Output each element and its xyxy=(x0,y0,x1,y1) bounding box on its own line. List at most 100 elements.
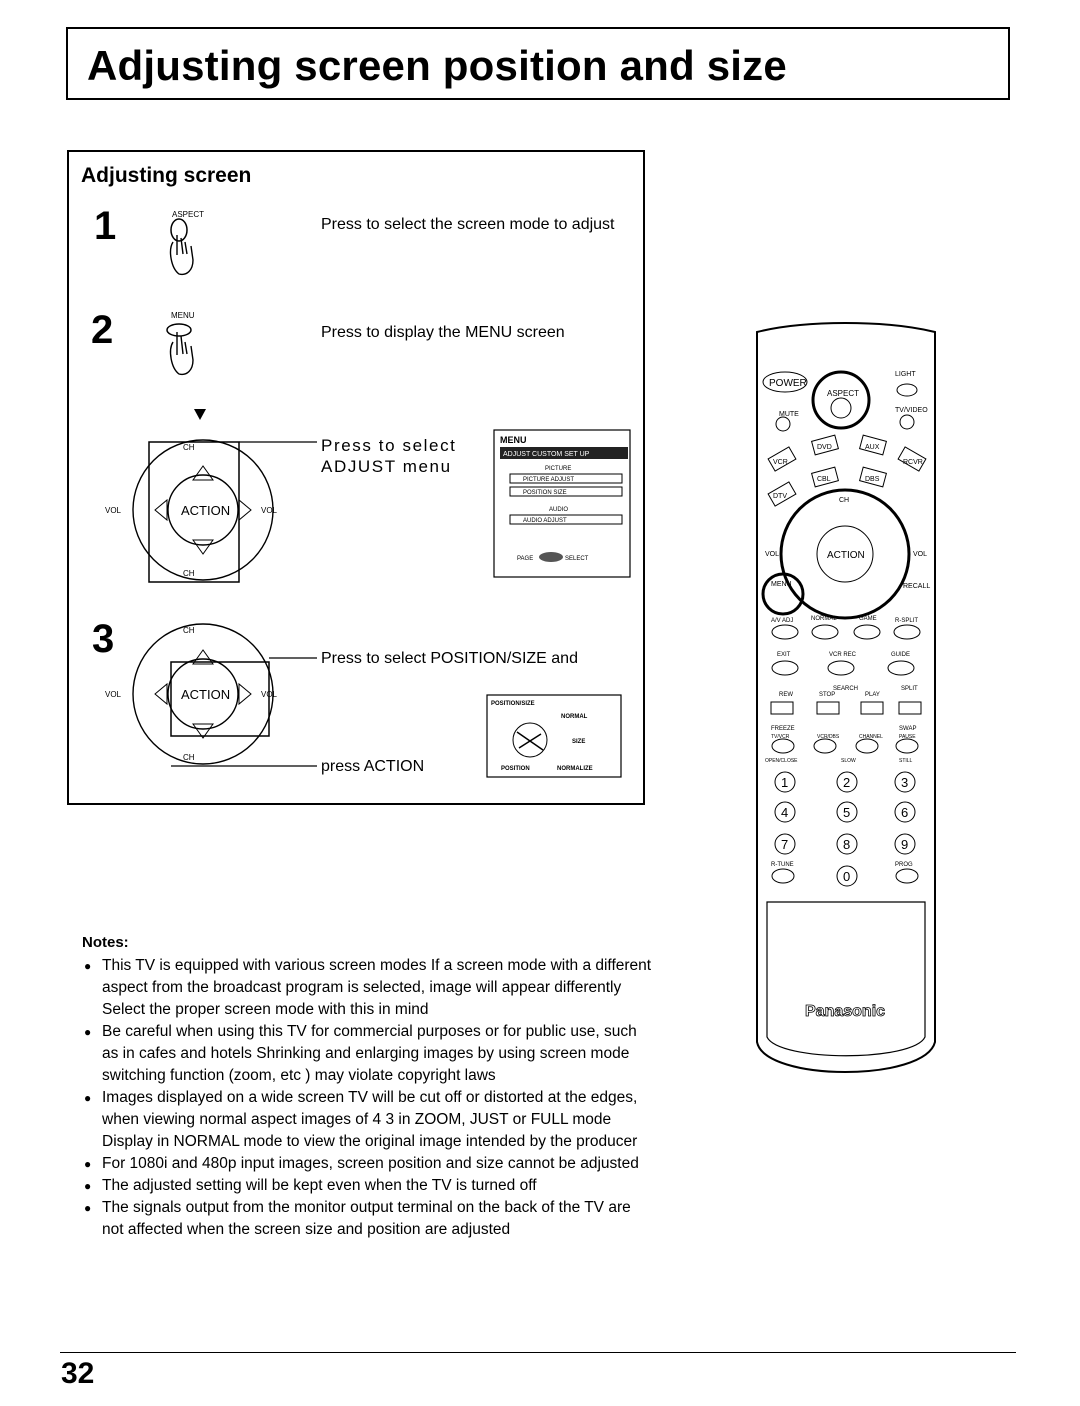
svg-text:ASPECT: ASPECT xyxy=(172,210,204,219)
svg-text:STILL: STILL xyxy=(899,758,913,764)
svg-text:DTV: DTV xyxy=(773,493,787,500)
svg-text:VOL: VOL xyxy=(105,690,122,699)
svg-text:RCVR: RCVR xyxy=(903,459,923,466)
svg-text:DVD: DVD xyxy=(817,444,832,451)
svg-text:DBS: DBS xyxy=(865,476,880,483)
svg-text:NORMAL: NORMAL xyxy=(561,714,588,720)
svg-text:Panasonic: Panasonic xyxy=(805,1003,885,1020)
svg-text:CH: CH xyxy=(183,569,195,578)
svg-text:GUIDE: GUIDE xyxy=(891,652,910,658)
page-title: Adjusting screen position and size xyxy=(87,42,787,89)
svg-text:VOL: VOL xyxy=(765,551,779,558)
svg-text:CH: CH xyxy=(183,753,195,762)
svg-text:PLAY: PLAY xyxy=(865,692,880,698)
footer-rule xyxy=(60,1352,1016,1353)
svg-text:PAUSE: PAUSE xyxy=(899,734,916,740)
svg-text:4: 4 xyxy=(781,805,788,820)
svg-text:PROG: PROG xyxy=(895,862,913,868)
svg-text:OPEN/CLOSE: OPEN/CLOSE xyxy=(765,758,798,764)
svg-text:VOL: VOL xyxy=(261,506,278,515)
menu-screen-thumbnail: MENU ADJUST CUSTOM SET UP PICTURE PICTUR… xyxy=(493,429,631,578)
step-2b-text: Press to select ADJUST menu xyxy=(321,436,457,476)
step-2-text: Press to display the MENU screen xyxy=(321,324,565,341)
svg-text:ADJUST CUSTOM SET UP: ADJUST CUSTOM SET UP xyxy=(503,451,590,458)
svg-text:POSITION/SIZE: POSITION/SIZE xyxy=(491,701,535,707)
svg-text:MENU: MENU xyxy=(771,581,792,588)
svg-text:TV/VCR: TV/VCR xyxy=(771,734,790,740)
svg-text:PAGE: PAGE xyxy=(517,556,533,562)
down-arrow-icon xyxy=(194,409,206,420)
position-size-thumbnail: POSITION/SIZE NORMAL SIZE POSITION NORMA… xyxy=(486,694,622,778)
page-number: 32 xyxy=(61,1357,95,1390)
svg-text:PICTURE: PICTURE xyxy=(545,466,571,472)
step-1-text: Press to select the screen mode to adjus… xyxy=(321,216,615,233)
svg-text:ASPECT: ASPECT xyxy=(827,389,859,398)
svg-text:1: 1 xyxy=(781,775,788,790)
aspect-press-icon: ASPECT xyxy=(169,210,204,276)
remote-power: POWER xyxy=(769,378,807,389)
svg-text:AUDIO: AUDIO xyxy=(549,507,568,513)
svg-text:AUDIO ADJUST: AUDIO ADJUST xyxy=(523,518,567,524)
svg-text:R-SPLIT: R-SPLIT xyxy=(895,618,918,624)
svg-text:CH: CH xyxy=(183,626,195,635)
svg-text:VCR REC: VCR REC xyxy=(829,652,857,658)
svg-text:POSITION SIZE: POSITION SIZE xyxy=(523,490,567,496)
step-2-number: 2 xyxy=(91,308,114,352)
svg-text:7: 7 xyxy=(781,837,788,852)
panel-illustrations: ASPECT MENU ACTION CH CH VOL VOL MENU AD… xyxy=(105,210,631,778)
svg-text:ACTION: ACTION xyxy=(827,550,865,561)
dpad-step3: ACTION CH CH VOL VOL xyxy=(105,623,317,767)
svg-text:2: 2 xyxy=(843,775,850,790)
svg-text:ACTION: ACTION xyxy=(181,503,230,518)
note-item: This TV is equipped with various screen … xyxy=(82,955,652,1021)
svg-text:SLOW: SLOW xyxy=(841,758,856,764)
svg-text:RECALL: RECALL xyxy=(903,583,930,590)
svg-text:NORMALIZE: NORMALIZE xyxy=(557,766,593,772)
svg-text:AUX: AUX xyxy=(865,444,880,451)
svg-text:TV/VIDEO: TV/VIDEO xyxy=(895,407,928,414)
svg-text:5: 5 xyxy=(843,805,850,820)
svg-text:STOP: STOP xyxy=(819,692,835,698)
svg-text:CH: CH xyxy=(183,443,195,452)
remote-control: POWER LIGHT ASPECT MUTE TV/VIDEO VCR DVD… xyxy=(756,322,936,1073)
title-box: Adjusting screen position and size xyxy=(66,27,1010,100)
menu-press-icon: MENU xyxy=(166,311,195,376)
svg-text:SELECT: SELECT xyxy=(565,556,589,562)
svg-text:0: 0 xyxy=(843,869,850,884)
note-item: The adjusted setting will be kept even w… xyxy=(82,1175,652,1197)
svg-text:MENU: MENU xyxy=(171,311,195,320)
svg-text:SWAP: SWAP xyxy=(899,726,916,732)
svg-text:VCR/DBS: VCR/DBS xyxy=(817,734,840,740)
svg-text:MUTE: MUTE xyxy=(779,411,799,418)
svg-text:ACTION: ACTION xyxy=(181,687,230,702)
svg-text:9: 9 xyxy=(901,837,908,852)
svg-text:PICTURE ADJUST: PICTURE ADJUST xyxy=(523,477,574,483)
step-3-text-b: press ACTION xyxy=(321,758,425,775)
step-1-number: 1 xyxy=(94,204,117,248)
svg-text:8: 8 xyxy=(843,837,850,852)
svg-text:R-TUNE: R-TUNE xyxy=(771,862,794,868)
svg-text:CBL: CBL xyxy=(817,476,831,483)
note-item: The signals output from the monitor outp… xyxy=(82,1197,652,1241)
svg-text:CH: CH xyxy=(839,497,849,504)
svg-text:NORMAL: NORMAL xyxy=(811,616,837,622)
svg-text:FREEZE: FREEZE xyxy=(771,726,795,732)
note-item: Be careful when using this TV for commer… xyxy=(82,1021,652,1087)
notes-list: This TV is equipped with various screen … xyxy=(82,955,652,1241)
svg-text:POSITION: POSITION xyxy=(501,766,530,772)
svg-text:EXIT: EXIT xyxy=(777,652,791,658)
svg-text:SPLIT: SPLIT xyxy=(901,686,918,692)
svg-text:VOL: VOL xyxy=(105,506,122,515)
step-3-text-a: Press to select POSITION/SIZE and xyxy=(321,650,578,667)
svg-text:REW: REW xyxy=(779,692,793,698)
svg-text:6: 6 xyxy=(901,805,908,820)
note-item: Images displayed on a wide screen TV wil… xyxy=(82,1087,652,1153)
panel-title: Adjusting screen xyxy=(81,164,252,187)
svg-text:VOL: VOL xyxy=(913,551,927,558)
svg-text:SEARCH: SEARCH xyxy=(833,686,858,692)
svg-text:CHANNEL: CHANNEL xyxy=(859,734,883,740)
svg-text:3: 3 xyxy=(901,775,908,790)
svg-text:LIGHT: LIGHT xyxy=(895,371,916,378)
adjusting-screen-panel xyxy=(67,150,645,805)
notes-label: Notes: xyxy=(82,934,129,951)
